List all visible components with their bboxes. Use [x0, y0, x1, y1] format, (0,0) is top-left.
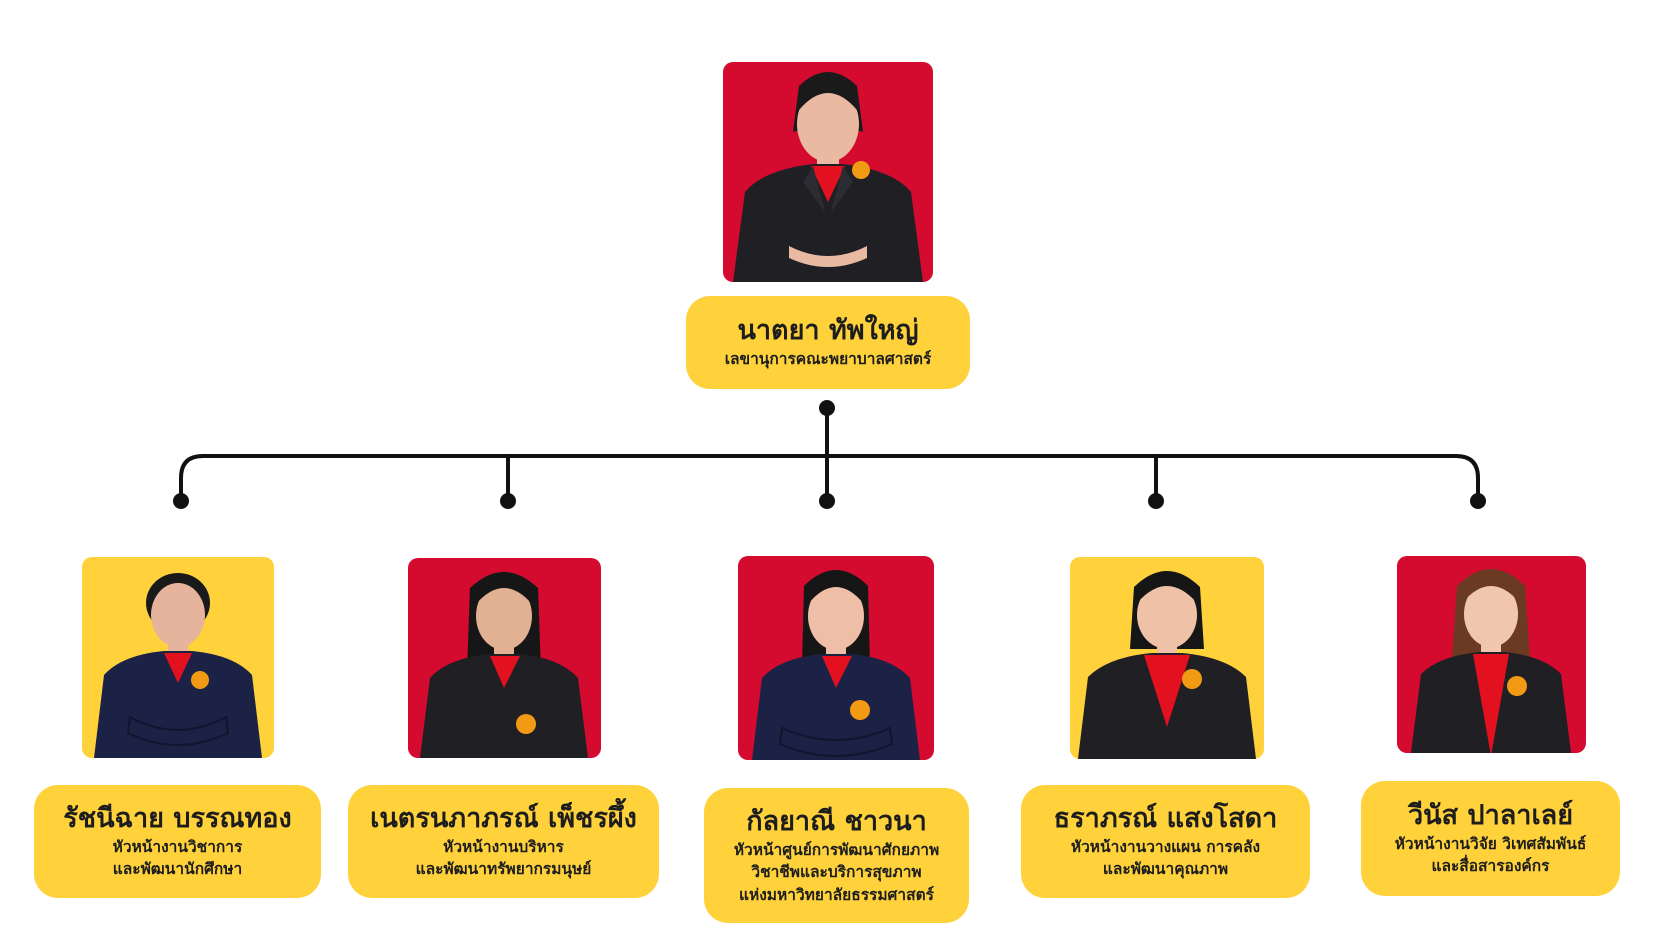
member-card-2: เนตรนภาภรณ์ เพ็ชรผึ้ง หัวหน้างานบริหาร แ… — [348, 785, 659, 898]
member-photo-3 — [738, 556, 934, 760]
root-card: นาตยา ทัพใหญ่ เลขานุการคณะพยาบาลศาสตร์ — [686, 296, 970, 389]
member-role-2: หัวหน้างานบริหาร และพัฒนาทรัพยากรมนุษย์ — [416, 836, 592, 881]
member-role-1-line-1: หัวหน้างานวิชาการ — [112, 837, 243, 856]
member-role-2-line-2: และพัฒนาทรัพยากรมนุษย์ — [415, 860, 592, 879]
member-photo-2 — [408, 558, 601, 758]
member-role-4: หัวหน้างานวางแผน การคลัง และพัฒนาคุณภาพ — [1071, 836, 1260, 881]
person-portrait-icon — [738, 556, 934, 760]
root-connector-dot — [819, 400, 835, 416]
member-role-1-line-2: และพัฒนานักศึกษา — [112, 860, 243, 879]
member-role-3: หัวหน้าศูนย์การพัฒนาศักยภาพ วิชาชีพและบร… — [734, 839, 939, 906]
member-role-5-line-2: และสื่อสารองค์กร — [1431, 857, 1550, 876]
member-name-4: ธราภรณ์ แสงโสดา — [1053, 803, 1278, 835]
member-name-5: วีนัส ปาลาเลย์ — [1407, 800, 1574, 832]
member-role-4-line-2: และพัฒนาคุณภาพ — [1102, 860, 1229, 879]
member-connector-dot-4 — [1148, 493, 1164, 509]
person-portrait-icon — [82, 557, 274, 758]
university-emblem-icon — [1182, 669, 1202, 689]
branch-right-corner — [1454, 454, 1480, 502]
root-role: เลขานุการคณะพยาบาลศาสตร์ — [725, 348, 932, 370]
university-emblem-icon — [191, 671, 209, 689]
person-portrait-icon — [1397, 556, 1586, 753]
branch-left-corner — [179, 454, 205, 502]
member-connector-dot-2 — [500, 493, 516, 509]
member-connector-dot-3 — [819, 493, 835, 509]
member-card-3: กัลยาณี ชาวนา หัวหน้าศูนย์การพัฒนาศักยภา… — [704, 788, 969, 923]
university-emblem-icon — [850, 700, 870, 720]
member-role-5-line-1: หัวหน้างานวิจัย วิเทศสัมพันธ์ — [1394, 834, 1587, 853]
member-role-1: หัวหน้างานวิชาการ และพัฒนานักศึกษา — [113, 836, 243, 881]
member-name-2: เนตรนภาภรณ์ เพ็ชรผึ้ง — [370, 803, 637, 835]
member-role-2-line-1: หัวหน้างานบริหาร — [443, 837, 564, 856]
member-role-3-line-1: หัวหน้าศูนย์การพัฒนาศักยภาพ — [733, 840, 940, 859]
member-role-5: หัวหน้างานวิจัย วิเทศสัมพันธ์ และสื่อสาร… — [1395, 833, 1587, 878]
member-role-3-line-2: วิชาชีพและบริการสุขภาพ — [751, 863, 922, 882]
member-photo-1 — [82, 557, 274, 758]
member-name-1: รัชนีฉาย บรรณทอง — [63, 803, 292, 835]
member-card-4: ธราภรณ์ แสงโสดา หัวหน้างานวางแผน การคลัง… — [1021, 785, 1310, 898]
member-role-3-line-3: แห่งมหาวิทยาลัยธรรมศาสตร์ — [739, 885, 934, 904]
university-emblem-icon — [516, 714, 536, 734]
root-photo — [723, 62, 933, 282]
person-portrait-icon — [723, 62, 933, 282]
root-role-line: เลขานุการคณะพยาบาลศาสตร์ — [724, 350, 932, 369]
root-name: นาตยา ทัพใหญ่ — [737, 315, 919, 347]
member-role-4-line-1: หัวหน้างานวางแผน การคลัง — [1070, 837, 1261, 856]
university-emblem-icon — [852, 161, 870, 179]
member-card-5: วีนัส ปาลาเลย์ หัวหน้างานวิจัย วิเทศสัมพ… — [1361, 781, 1620, 896]
member-photo-4 — [1070, 557, 1264, 759]
member-card-1: รัชนีฉาย บรรณทอง หัวหน้างานวิชาการ และพั… — [34, 785, 321, 898]
member-connector-dot-5 — [1470, 493, 1486, 509]
member-photo-5 — [1397, 556, 1586, 753]
member-name-3: กัลยาณี ชาวนา — [746, 805, 927, 837]
person-portrait-icon — [408, 558, 601, 758]
member-connector-dot-1 — [173, 493, 189, 509]
university-emblem-icon — [1507, 676, 1527, 696]
person-portrait-icon — [1070, 557, 1264, 759]
